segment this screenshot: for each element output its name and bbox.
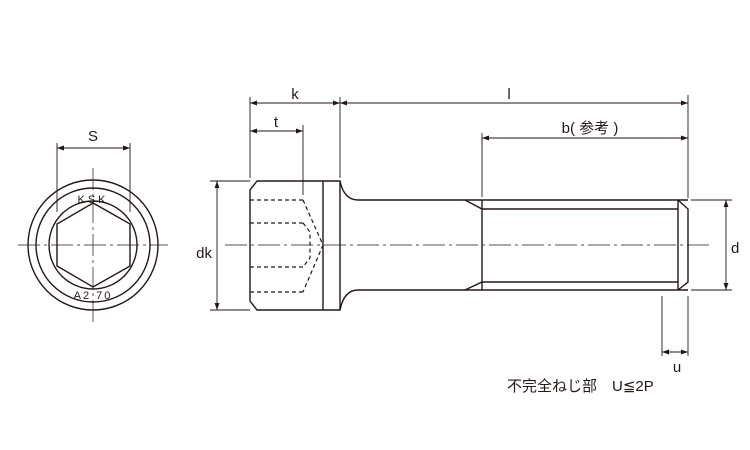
u-label: u bbox=[673, 359, 681, 376]
thread-end-chamfer bbox=[677, 199, 689, 291]
socket-hidden-lines bbox=[250, 199, 324, 293]
incomplete-thread-note: 不完全ねじ部 U≦2P bbox=[507, 377, 654, 395]
socket-circle bbox=[48, 200, 138, 290]
head-marking-bottom: A2 70 bbox=[74, 290, 113, 302]
head-outer-circle bbox=[27, 179, 159, 311]
end-view: KSK A2 70 S bbox=[18, 128, 168, 322]
shank-outline bbox=[339, 180, 688, 311]
k-label: k bbox=[291, 86, 299, 103]
head-chamfer-circle bbox=[35, 187, 151, 303]
s-label: S bbox=[88, 128, 98, 145]
d-label: d bbox=[731, 240, 739, 257]
b-label: b( 参考 ) bbox=[562, 120, 619, 137]
l-label: l bbox=[507, 86, 510, 103]
t-label: t bbox=[274, 114, 279, 131]
dimensions: k l t b( 参考 ) dk d u 不完全ねじ部 U≦2P bbox=[196, 86, 739, 395]
dk-label: dk bbox=[196, 245, 212, 262]
hex-socket bbox=[56, 202, 131, 288]
head-marking-top: KSK bbox=[77, 194, 108, 206]
side-view bbox=[225, 180, 712, 311]
